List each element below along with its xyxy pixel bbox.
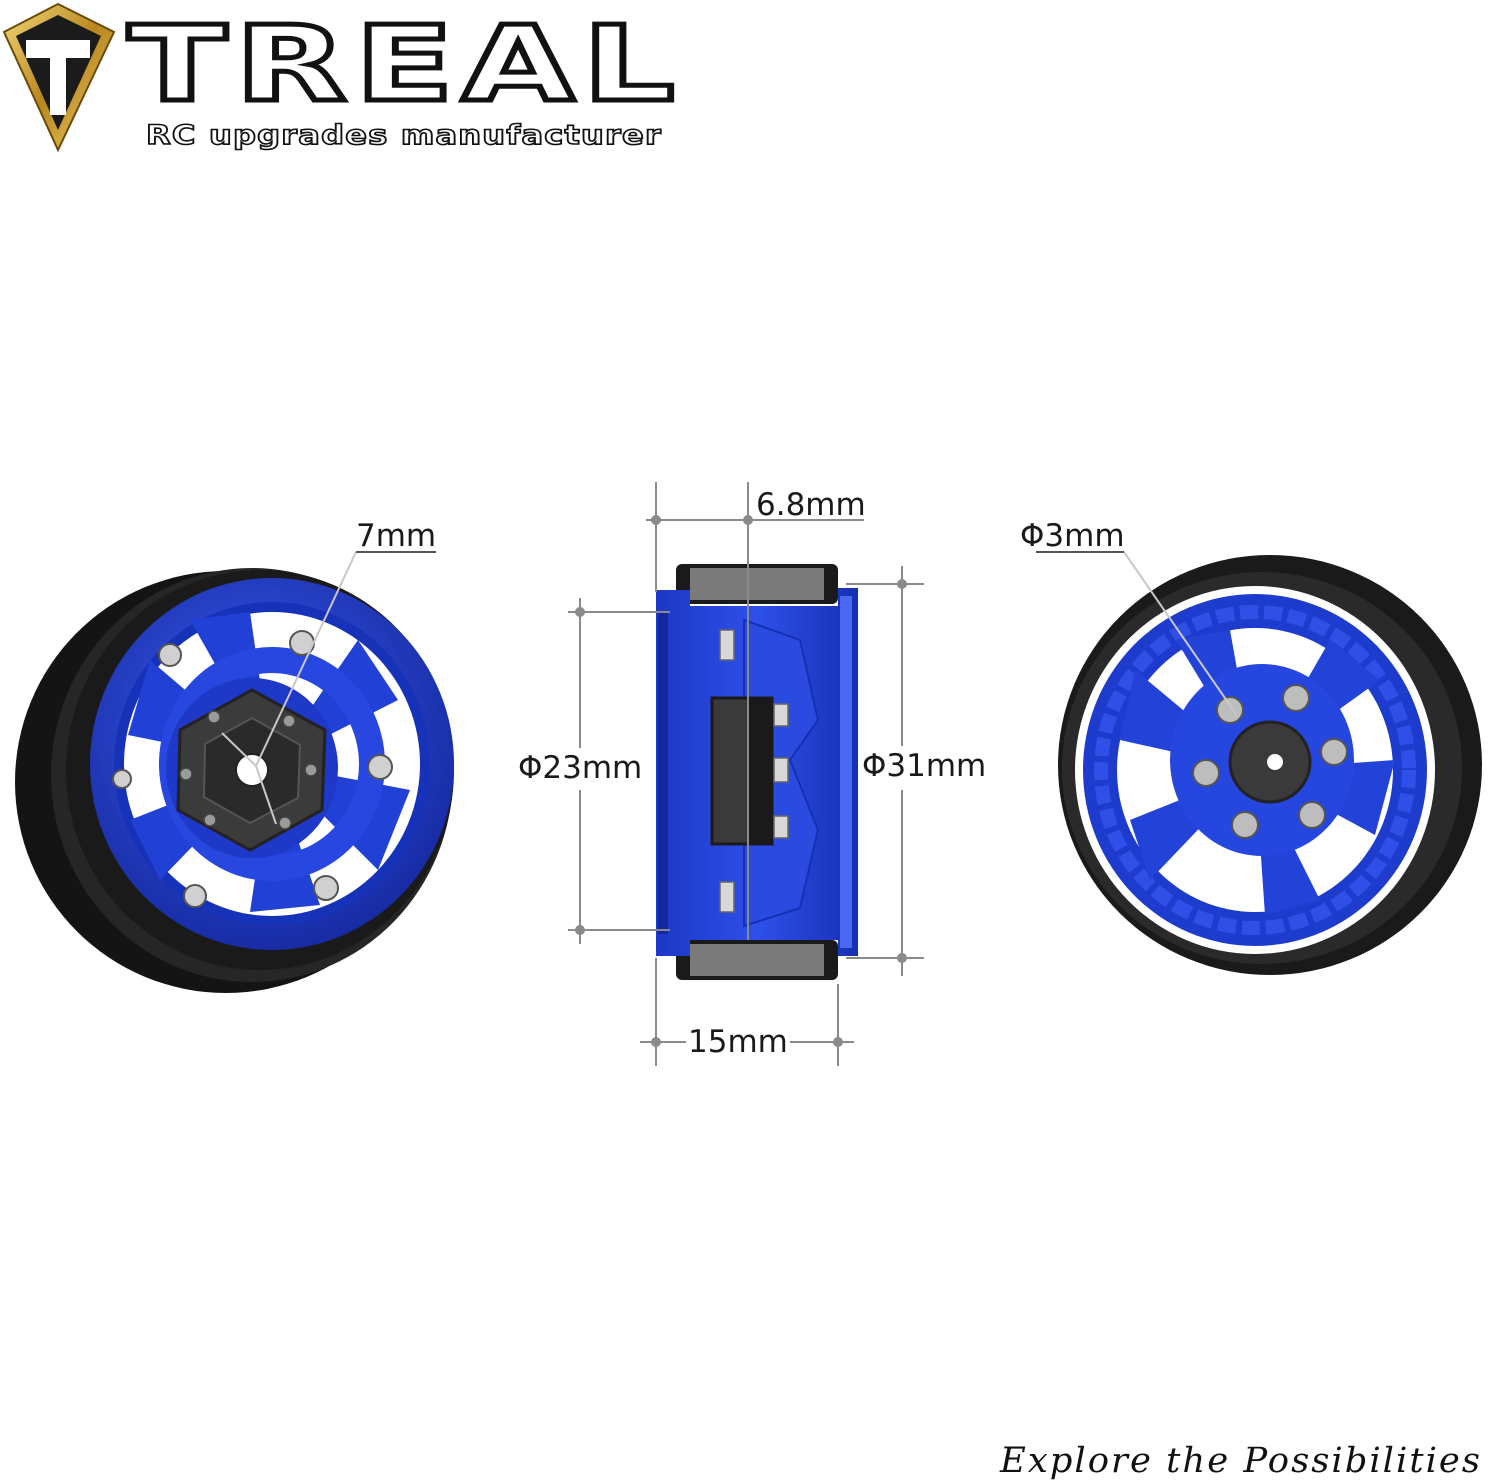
dimension-lines	[568, 482, 924, 1066]
center-hole-label: Φ3mm	[1020, 518, 1125, 554]
hex-size-label: 7mm	[356, 518, 436, 554]
brand-name: TREAL	[128, 3, 683, 125]
lug-bolts	[1192, 684, 1348, 839]
width-label: 15mm	[688, 1024, 788, 1060]
wheel-back-view: 7mm	[15, 518, 454, 993]
wheel-side-view: 6.8mm Φ23mm Φ31mm 15mm	[518, 482, 986, 1066]
brand-tagline: RC upgrades manufacturer	[146, 120, 662, 151]
beadlock-bolts	[112, 630, 393, 908]
offset-label: 6.8mm	[756, 487, 866, 523]
brand-logo: T TREAL RC upgrades manufacturer	[2, 1, 683, 153]
outer-diameter-label: Φ31mm	[862, 748, 986, 784]
hole-dimension	[1036, 551, 1237, 715]
hex-dimension	[221, 551, 436, 825]
slogan: Explore the Possibilities	[999, 1441, 1482, 1481]
inner-diameter-label: Φ23mm	[518, 750, 642, 786]
wheel-front-view: Φ3mm	[1020, 518, 1482, 975]
